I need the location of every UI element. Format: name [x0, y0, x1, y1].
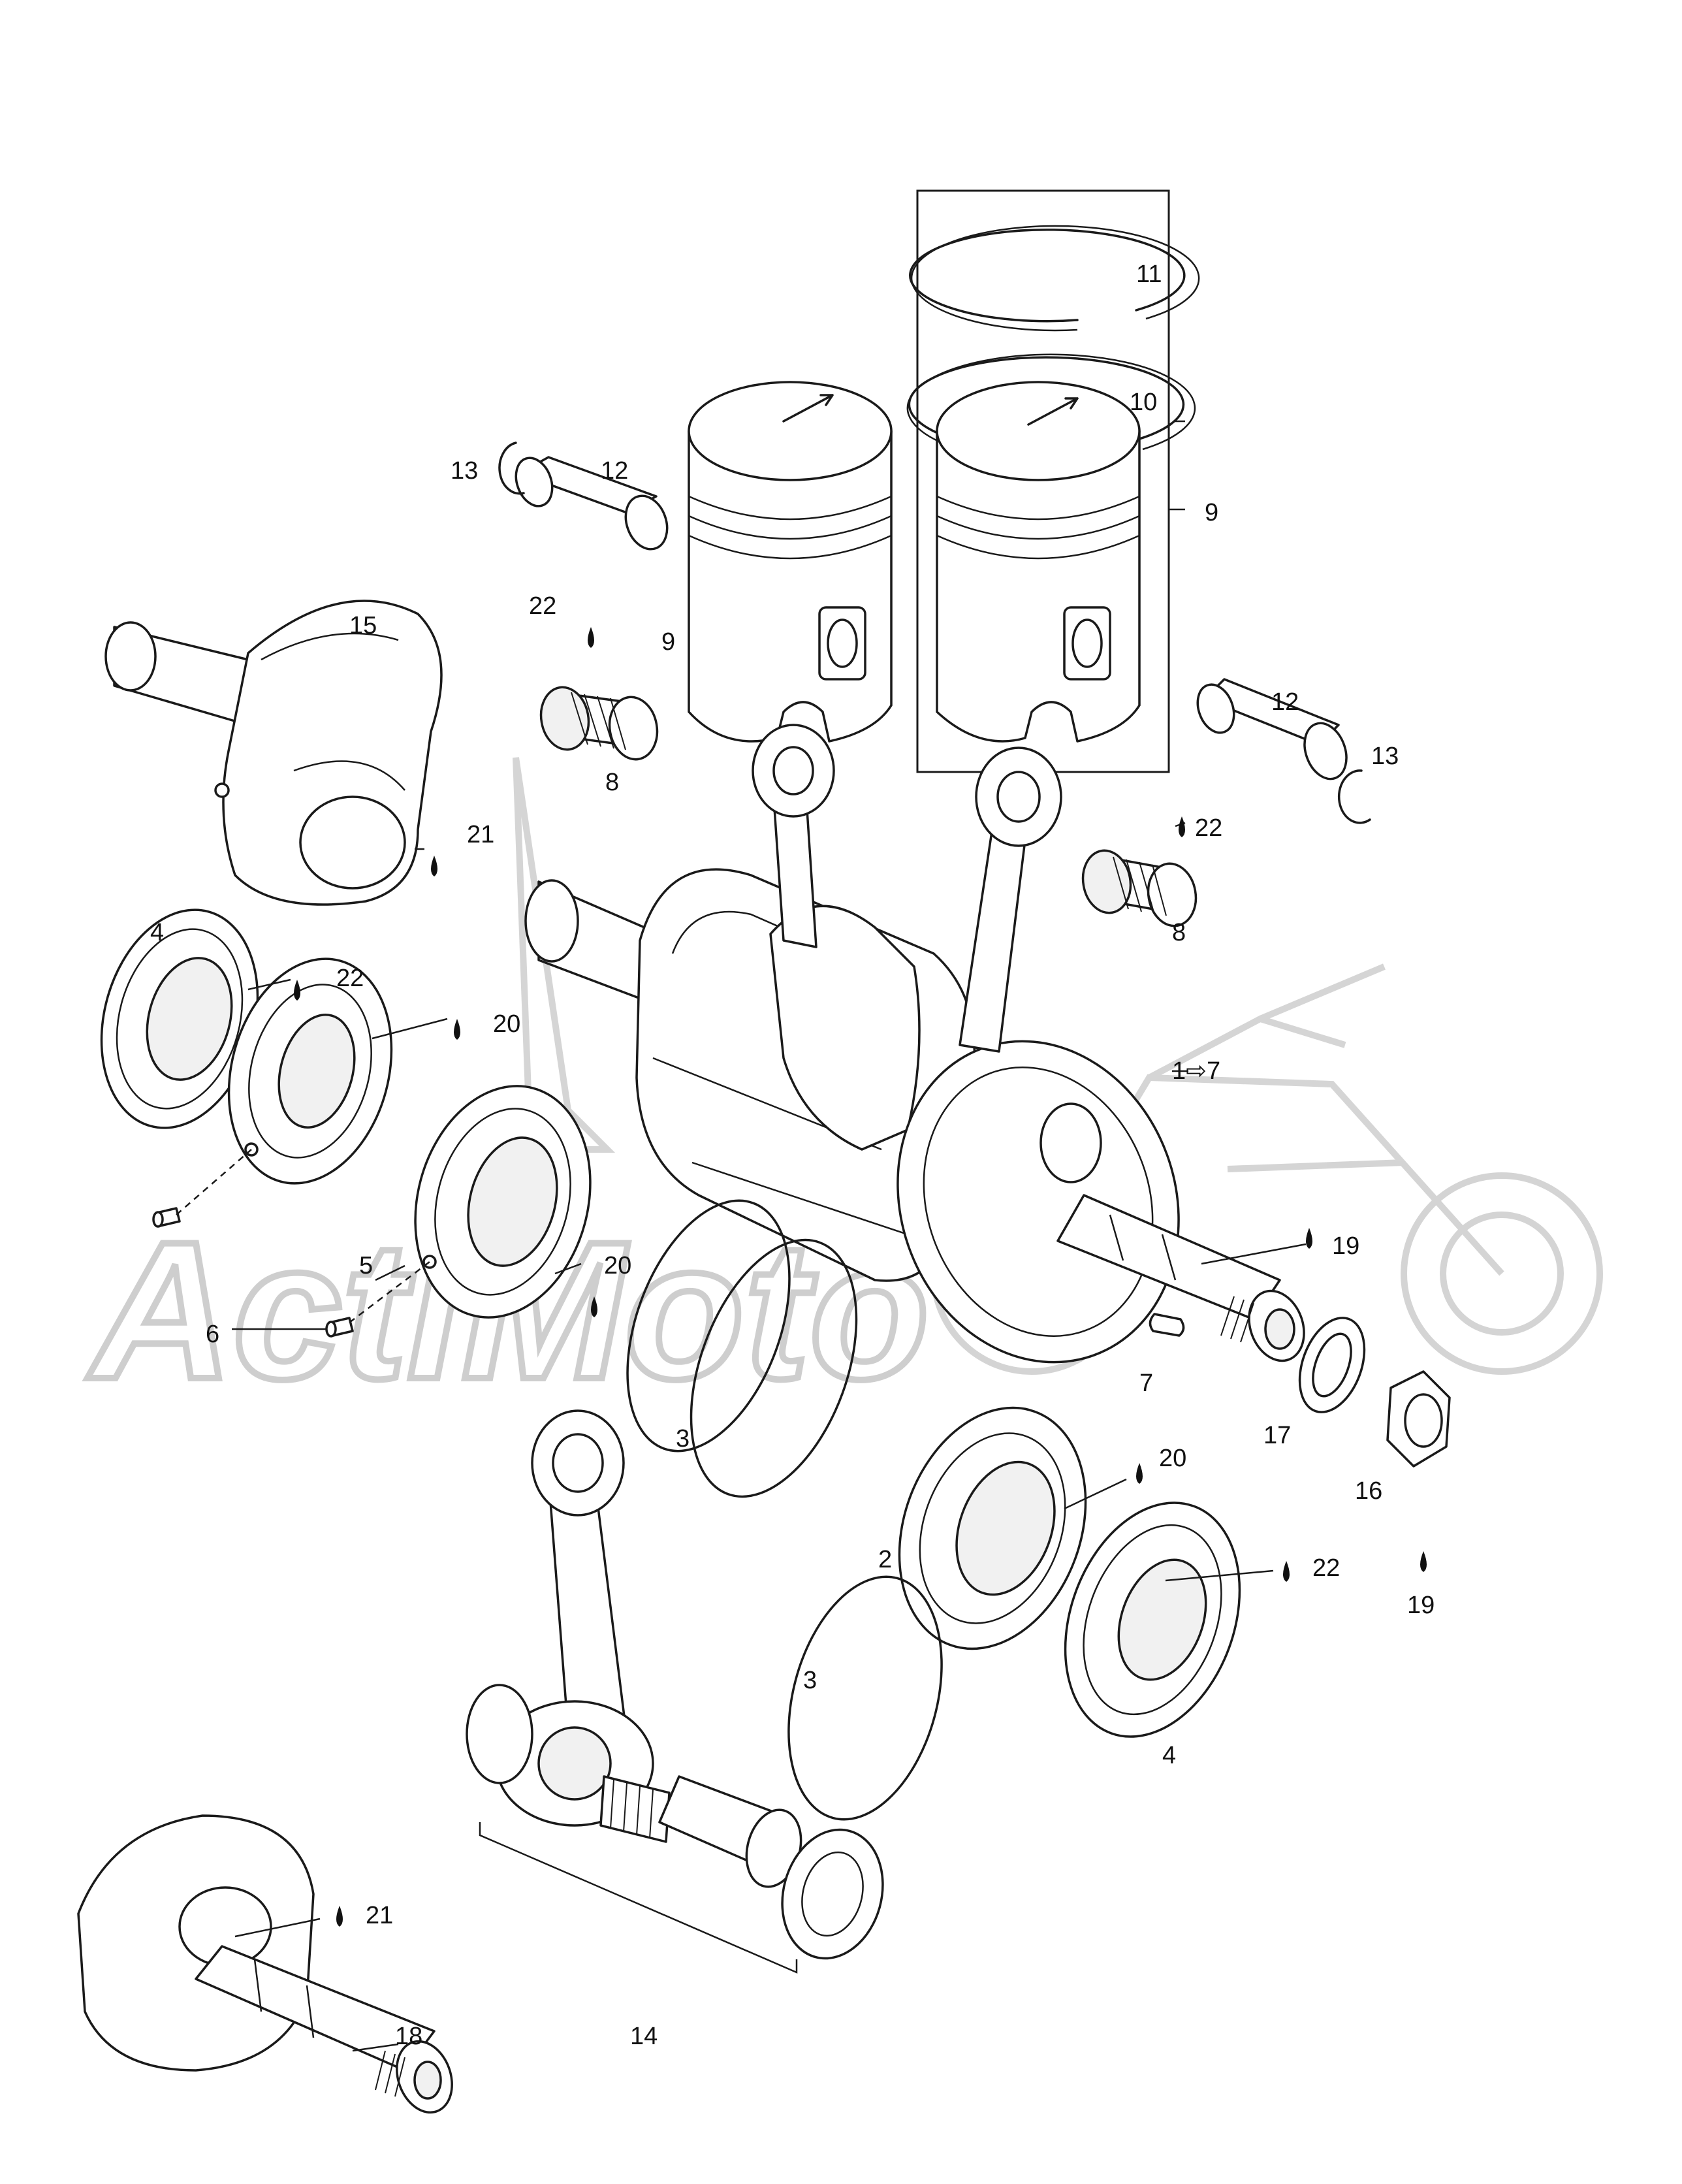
callout-18: 18 — [395, 2023, 422, 2050]
roller-bearing-right — [898, 1406, 1087, 1650]
crankshaft-nut — [1386, 1370, 1451, 1468]
callout-17: 17 — [1263, 1422, 1291, 1449]
grease-drop-icon — [1136, 1463, 1143, 1484]
o-ring-upper — [626, 1199, 858, 1498]
callout-3-lower: 3 — [803, 1667, 817, 1694]
callout-19-crank: 19 — [1332, 1232, 1359, 1260]
callout-8-left: 8 — [605, 769, 619, 796]
wrist-pin-right — [1196, 678, 1348, 780]
grease-drop-icon — [588, 627, 594, 648]
leader-lines — [232, 420, 1307, 2052]
callout-11: 11 — [1136, 261, 1162, 288]
circlip-left — [498, 442, 525, 495]
callout-3-upper: 3 — [676, 1425, 690, 1453]
callout-19-nut: 19 — [1407, 1592, 1435, 1619]
callout-1-7: 1⇨7 — [1172, 1057, 1220, 1085]
callout-22-bottom: 22 — [1312, 1554, 1340, 1582]
callout-12-left: 12 — [601, 457, 628, 485]
grease-drop-icon — [454, 1019, 460, 1040]
callout-14: 14 — [630, 2023, 658, 2050]
grease-drop-icon — [1283, 1561, 1290, 1582]
callout-9-piston: 9 — [661, 628, 675, 656]
oil-seal-right — [1064, 1502, 1241, 1738]
callout-20-left: 20 — [493, 1010, 520, 1038]
lubrication-drops — [294, 627, 1427, 1927]
callout-20-mid: 20 — [604, 1252, 631, 1279]
callout-13-right: 13 — [1371, 743, 1399, 770]
grease-drop-icon — [336, 1906, 343, 1927]
piston-kit — [936, 381, 1141, 743]
grease-drop-icon — [431, 856, 437, 876]
callout-15: 15 — [349, 612, 377, 639]
grease-drop-icon — [1420, 1551, 1427, 1572]
dowel-pin-upper — [152, 1207, 181, 1228]
lock-washer — [1298, 1317, 1366, 1413]
callout-22-top: 22 — [529, 592, 556, 620]
wrist-pin-left — [515, 456, 669, 551]
grease-drop-icon — [294, 980, 300, 1001]
callout-12-right: 12 — [1271, 688, 1299, 716]
callout-2: 2 — [878, 1546, 892, 1573]
callout-13-left: 13 — [451, 457, 478, 485]
o-ring-lower — [787, 1575, 943, 1821]
circlip-right — [1337, 769, 1371, 824]
crank-half-15 — [104, 600, 443, 906]
grease-drop-icon — [1306, 1228, 1312, 1249]
callout-21-bottom: 21 — [366, 1902, 393, 1929]
ball-bearing-left — [227, 957, 393, 1185]
dowel-alignment-upper — [176, 1149, 252, 1215]
callout-22-right: 22 — [1195, 814, 1222, 842]
callout-22-left: 22 — [336, 965, 364, 992]
callout-4-left: 4 — [150, 919, 164, 946]
grease-drop-icon — [591, 1296, 597, 1317]
callout-20-right: 20 — [1159, 1445, 1186, 1472]
connecting-rod-kit — [466, 1409, 884, 1974]
callout-9-kit: 9 — [1205, 499, 1218, 526]
needle-bearing-left — [539, 686, 659, 761]
callout-10: 10 — [1130, 389, 1157, 416]
callout-4-right: 4 — [1162, 1742, 1176, 1769]
needle-bearing-right — [1081, 849, 1198, 927]
callout-21-top: 21 — [467, 821, 494, 848]
piston-ring-11 — [909, 225, 1200, 332]
callout-5: 5 — [359, 1252, 373, 1279]
oil-seal-left — [100, 908, 259, 1129]
callout-7: 7 — [1139, 1370, 1153, 1397]
callout-16: 16 — [1355, 1477, 1382, 1505]
callout-6: 6 — [206, 1321, 219, 1348]
dowel-alignment-lower — [349, 1261, 430, 1323]
crankshaft-assembly — [524, 724, 1305, 1364]
ball-bearing-mid — [414, 1085, 592, 1319]
callout-labels: 11 10 9 13 12 22 9 15 8 12 13 22 21 8 4 … — [150, 261, 1435, 2050]
crank-half-18 — [77, 1814, 453, 2114]
woodruff-key — [1149, 1313, 1185, 1337]
grease-drop-icon — [1179, 816, 1185, 837]
callout-8-right: 8 — [1172, 919, 1186, 946]
piston-left — [688, 381, 893, 743]
